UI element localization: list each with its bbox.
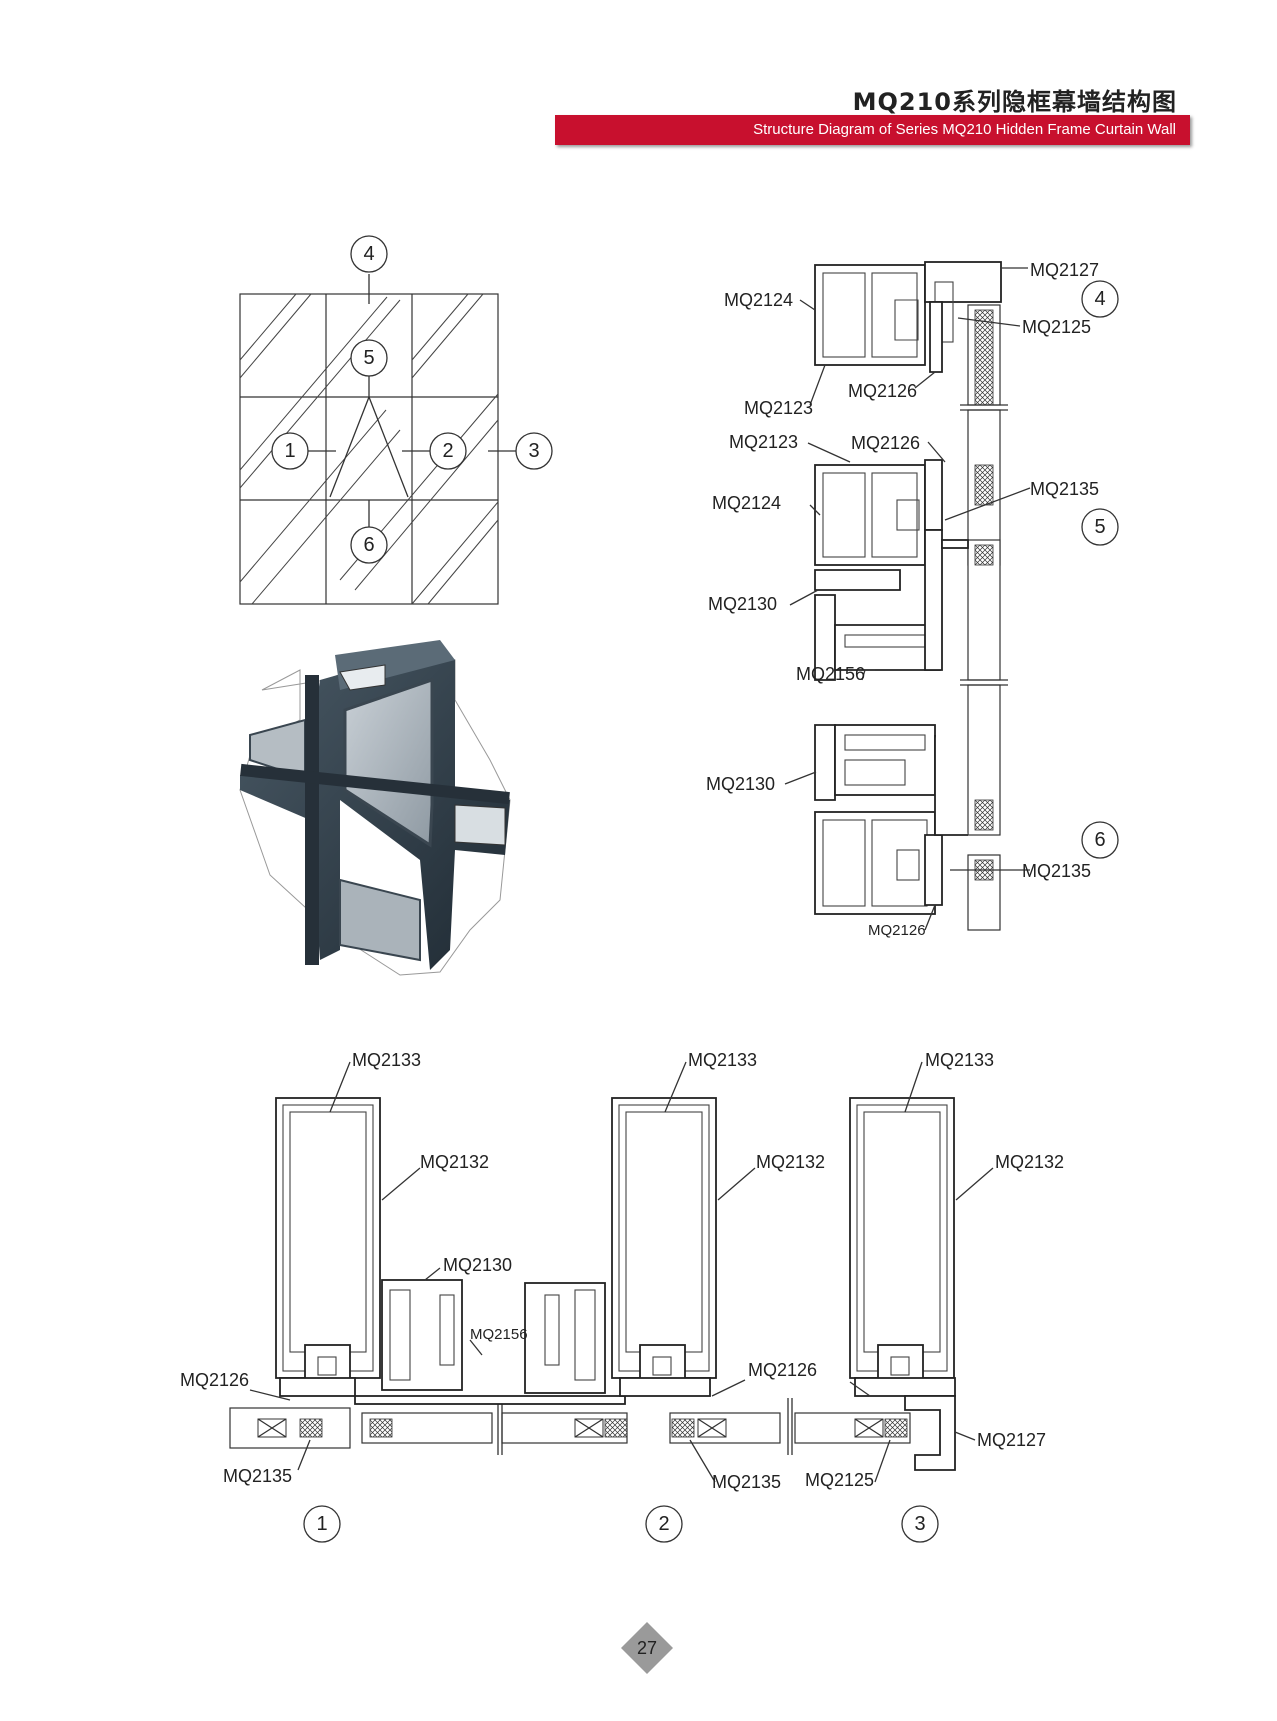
marker-circle-1 xyxy=(271,432,309,470)
elevation-marker-5: 5 xyxy=(363,347,374,369)
marker-circle-2 xyxy=(429,432,467,470)
label-mq2156-mid: MQ2156 xyxy=(796,664,865,684)
label-mq2130-1: MQ2130 xyxy=(443,1255,512,1275)
elevation-diagram: 4 5 1 2 3 6 xyxy=(239,235,553,605)
marker-circle-4 xyxy=(350,235,388,273)
isometric-render xyxy=(239,640,511,976)
label-mq2127-3: MQ2127 xyxy=(977,1430,1046,1450)
label-mq2132-1: MQ2132 xyxy=(420,1152,489,1172)
top-profile-block xyxy=(814,261,1002,373)
label-mq2132-2: MQ2132 xyxy=(756,1152,825,1172)
label-mq2126-1: MQ2126 xyxy=(180,1370,249,1390)
horizontal-section-diagram: MQ2133 MQ2132 MQ2130 MQ2156 MQ2126 MQ213… xyxy=(180,1050,1064,1543)
label-mq2135-bot: MQ2135 xyxy=(1022,861,1091,881)
label-mq2135-1: MQ2135 xyxy=(223,1466,292,1486)
horizontal-glass-strip xyxy=(229,1398,911,1455)
label-mq2126-top: MQ2126 xyxy=(848,381,917,401)
elevation-marker-6: 6 xyxy=(363,534,374,556)
label-mq2123-mid: MQ2123 xyxy=(729,432,798,452)
label-mq2135-2: MQ2135 xyxy=(712,1472,781,1492)
marker-circle-3 xyxy=(515,432,553,470)
label-mq2132-3: MQ2132 xyxy=(995,1152,1064,1172)
label-mq2126-2: MQ2126 xyxy=(748,1360,817,1380)
bottom-profile-block xyxy=(814,724,968,915)
label-mq2126-mid: MQ2126 xyxy=(851,433,920,453)
vertical-leader-lines xyxy=(784,267,1031,931)
mullion-section-1 xyxy=(275,1097,626,1405)
section-marker-circle-3 xyxy=(901,1505,939,1543)
label-mq2125-3: MQ2125 xyxy=(805,1470,874,1490)
elevation-marker-4: 4 xyxy=(363,243,374,265)
label-mq2127-top: MQ2127 xyxy=(1030,260,1099,280)
page-number-diamond xyxy=(621,1622,673,1674)
label-mq2124-mid: MQ2124 xyxy=(712,493,781,513)
label-mq2133-1: MQ2133 xyxy=(352,1050,421,1070)
label-mq2156-1: MQ2156 xyxy=(470,1326,528,1343)
marker-circle-6 xyxy=(350,526,388,564)
middle-profile-block xyxy=(814,459,969,681)
section-marker-circle-1 xyxy=(303,1505,341,1543)
opening-symbol xyxy=(329,396,409,498)
section-marker-circle-6 xyxy=(1081,821,1119,859)
mullion-section-2 xyxy=(524,1097,717,1397)
section-marker-circle-5 xyxy=(1081,508,1119,546)
label-mq2130-bot: MQ2130 xyxy=(706,774,775,794)
mullion-section-3 xyxy=(849,1097,956,1471)
vertical-marker-4: 4 xyxy=(1094,288,1105,310)
label-mq2125-top: MQ2125 xyxy=(1022,317,1091,337)
label-mq2133-2: MQ2133 xyxy=(688,1050,757,1070)
label-mq2135-mid: MQ2135 xyxy=(1030,479,1099,499)
glass-reflection-hatching xyxy=(239,293,499,605)
label-mq2130-mid: MQ2130 xyxy=(708,594,777,614)
page-title-english: Structure Diagram of Series MQ210 Hidden… xyxy=(753,121,1176,138)
title-banner: Structure Diagram of Series MQ210 Hidden… xyxy=(555,115,1190,145)
label-mq2133-3: MQ2133 xyxy=(925,1050,994,1070)
horizontal-marker-2: 2 xyxy=(658,1513,669,1535)
label-mq2126-bot: MQ2126 xyxy=(868,922,926,939)
label-mq2124-top: MQ2124 xyxy=(724,290,793,310)
elevation-marker-2: 2 xyxy=(442,440,453,462)
horizontal-leader-lines xyxy=(249,1061,994,1483)
vertical-glass-strips xyxy=(960,304,1008,931)
page-title-chinese: MQ210系列隐框幕墙结构图 xyxy=(852,88,1177,116)
elevation-marker-1: 1 xyxy=(284,440,295,462)
page-number-badge: 27 xyxy=(621,1622,673,1674)
horizontal-marker-3: 3 xyxy=(914,1513,925,1535)
vertical-section-diagram: MQ2127 MQ2124 MQ2125 MQ2126 MQ2123 MQ212… xyxy=(706,260,1119,939)
section-marker-circle-4 xyxy=(1081,280,1119,318)
page-number: 27 xyxy=(637,1638,657,1658)
section-marker-circle-2 xyxy=(645,1505,683,1543)
marker-circle-5 xyxy=(350,339,388,377)
label-mq2123-top: MQ2123 xyxy=(744,398,813,418)
elevation-marker-3: 3 xyxy=(528,440,539,462)
vertical-marker-5: 5 xyxy=(1094,516,1105,538)
vertical-marker-6: 6 xyxy=(1094,829,1105,851)
horizontal-marker-1: 1 xyxy=(316,1513,327,1535)
